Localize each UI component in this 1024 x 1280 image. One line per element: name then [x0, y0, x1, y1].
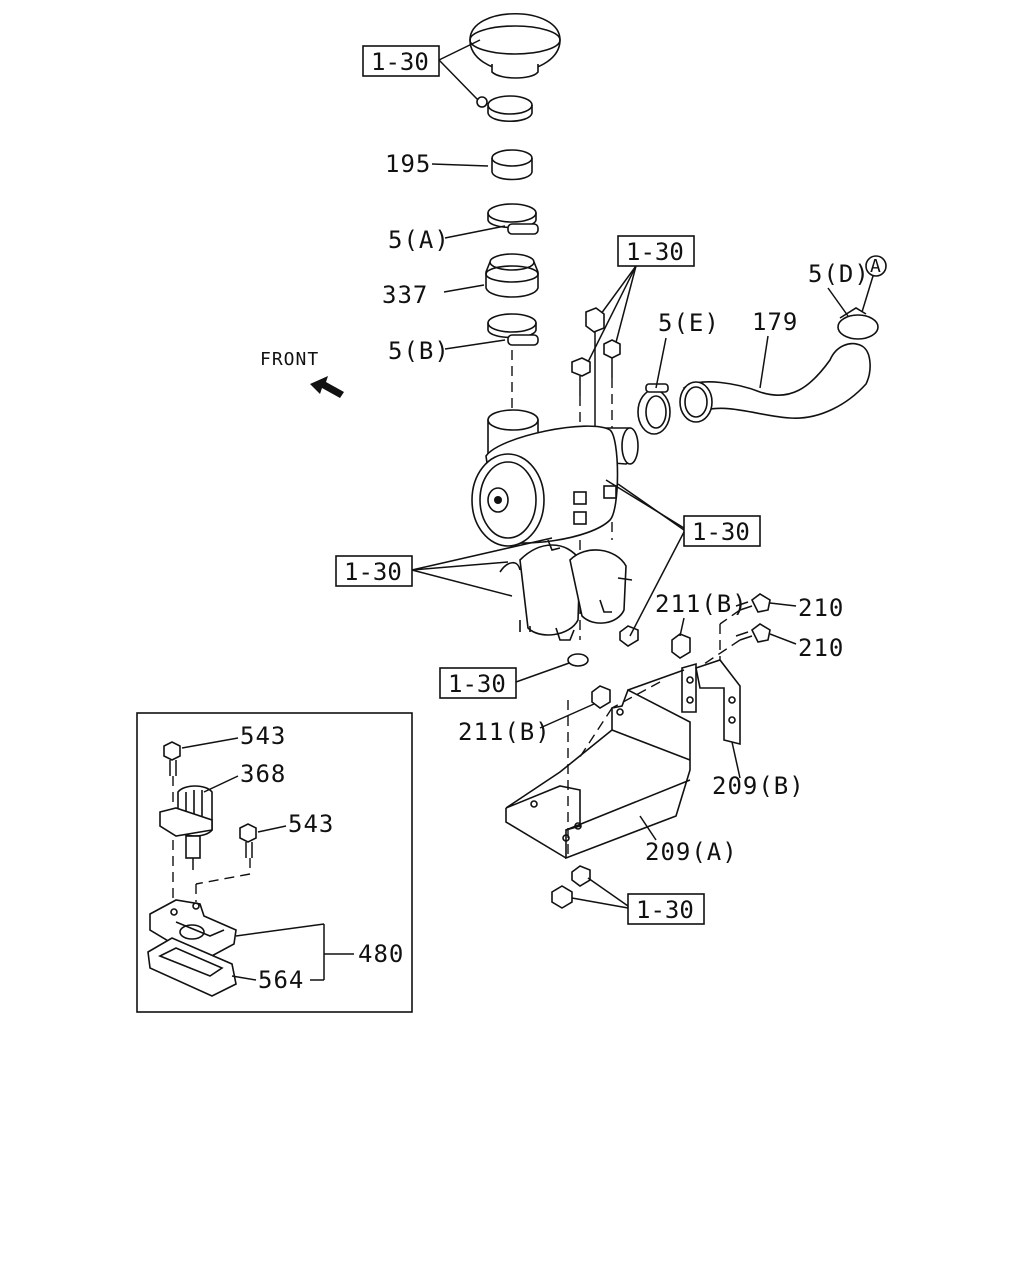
- ref-box-1-30-bottom: 1-30: [571, 877, 705, 925]
- ref-label: 1-30: [448, 670, 506, 698]
- label-210-upper: 210: [798, 594, 844, 622]
- sensor-inset: 543 368 543: [136, 712, 413, 1013]
- ref-box-1-30-left: 1-30: [335, 537, 553, 597]
- part-209b-bracket: 209(B): [681, 659, 805, 800]
- label-211b-upper: 211(B): [655, 590, 748, 618]
- lower-nut-right: [619, 625, 639, 647]
- ref-label: 1-30: [344, 558, 402, 586]
- label-5a: 5(A): [388, 226, 450, 254]
- ref-box-1-30-upper: 1-30: [583, 235, 695, 371]
- part-564-base: 564: [147, 937, 304, 997]
- part-179-hose: 179: [679, 308, 871, 423]
- part-5b-clamp: 5(B): [388, 313, 539, 365]
- front-arrow-icon: [310, 376, 344, 398]
- part-209a-bracket: 209(A): [505, 669, 738, 866]
- bottom-nuts: [551, 865, 591, 909]
- part-210-bolt-upper: 210: [719, 593, 844, 676]
- ref-label: 1-30: [636, 896, 694, 924]
- label-210-lower: 210: [798, 634, 844, 662]
- ref-box-1-30-top: 1-30: [362, 39, 481, 101]
- ref-label: 1-30: [692, 518, 750, 546]
- front-label: FRONT: [260, 349, 319, 370]
- part-5a-clamp: 5(A): [388, 203, 539, 254]
- label-5b: 5(B): [388, 337, 450, 365]
- circle-a-marker: [865, 255, 887, 277]
- part-195-sleeve: 195: [385, 149, 533, 181]
- label-543-right: 543: [288, 810, 334, 838]
- cap-part: [469, 13, 561, 79]
- part-337-coupler: 337: [382, 253, 539, 309]
- part-211b-lower-nut: 211(B): [458, 685, 611, 746]
- ref-label: 1-30: [626, 238, 684, 266]
- part-368-sensor: 368: [159, 760, 286, 870]
- part-211b-upper-nut: 211(B): [655, 590, 748, 659]
- part-543-bolt-right: 543: [195, 810, 334, 902]
- washer-center: [567, 653, 589, 667]
- part-5e-clamp: 5(E): [637, 309, 720, 435]
- ref-label: 1-30: [371, 48, 429, 76]
- label-480: 480: [358, 940, 404, 968]
- label-337: 337: [382, 281, 428, 309]
- label-5d: 5(D): [808, 260, 870, 288]
- label-5e: 5(E): [658, 309, 720, 337]
- label-368: 368: [240, 760, 286, 788]
- label-564: 564: [258, 966, 304, 994]
- front-indicator: FRONT: [260, 349, 344, 398]
- part-gasket-plate: [149, 899, 237, 959]
- ref-box-1-30-lower: 1-30: [439, 661, 573, 699]
- inset-frame: [136, 712, 413, 1013]
- label-195: 195: [385, 150, 431, 178]
- air-cleaner-housing: [471, 409, 639, 641]
- label-209a: 209(A): [645, 838, 738, 866]
- label-179: 179: [752, 308, 798, 336]
- part-210-bolt-lower: 210: [703, 623, 844, 665]
- label-543-top: 543: [240, 722, 286, 750]
- part-5d-clamp: 5(D) A: [808, 255, 887, 340]
- part-480-assembly-bracket: 480: [235, 923, 404, 981]
- ref-box-1-30-right: 1-30: [605, 479, 761, 637]
- part-543-bolt-top: 543: [163, 722, 286, 910]
- label-211b-lower: 211(B): [458, 718, 551, 746]
- cap-clamp-part: [476, 95, 533, 123]
- label-209b: 209(B): [712, 772, 805, 800]
- label-circle-a: A: [870, 256, 882, 277]
